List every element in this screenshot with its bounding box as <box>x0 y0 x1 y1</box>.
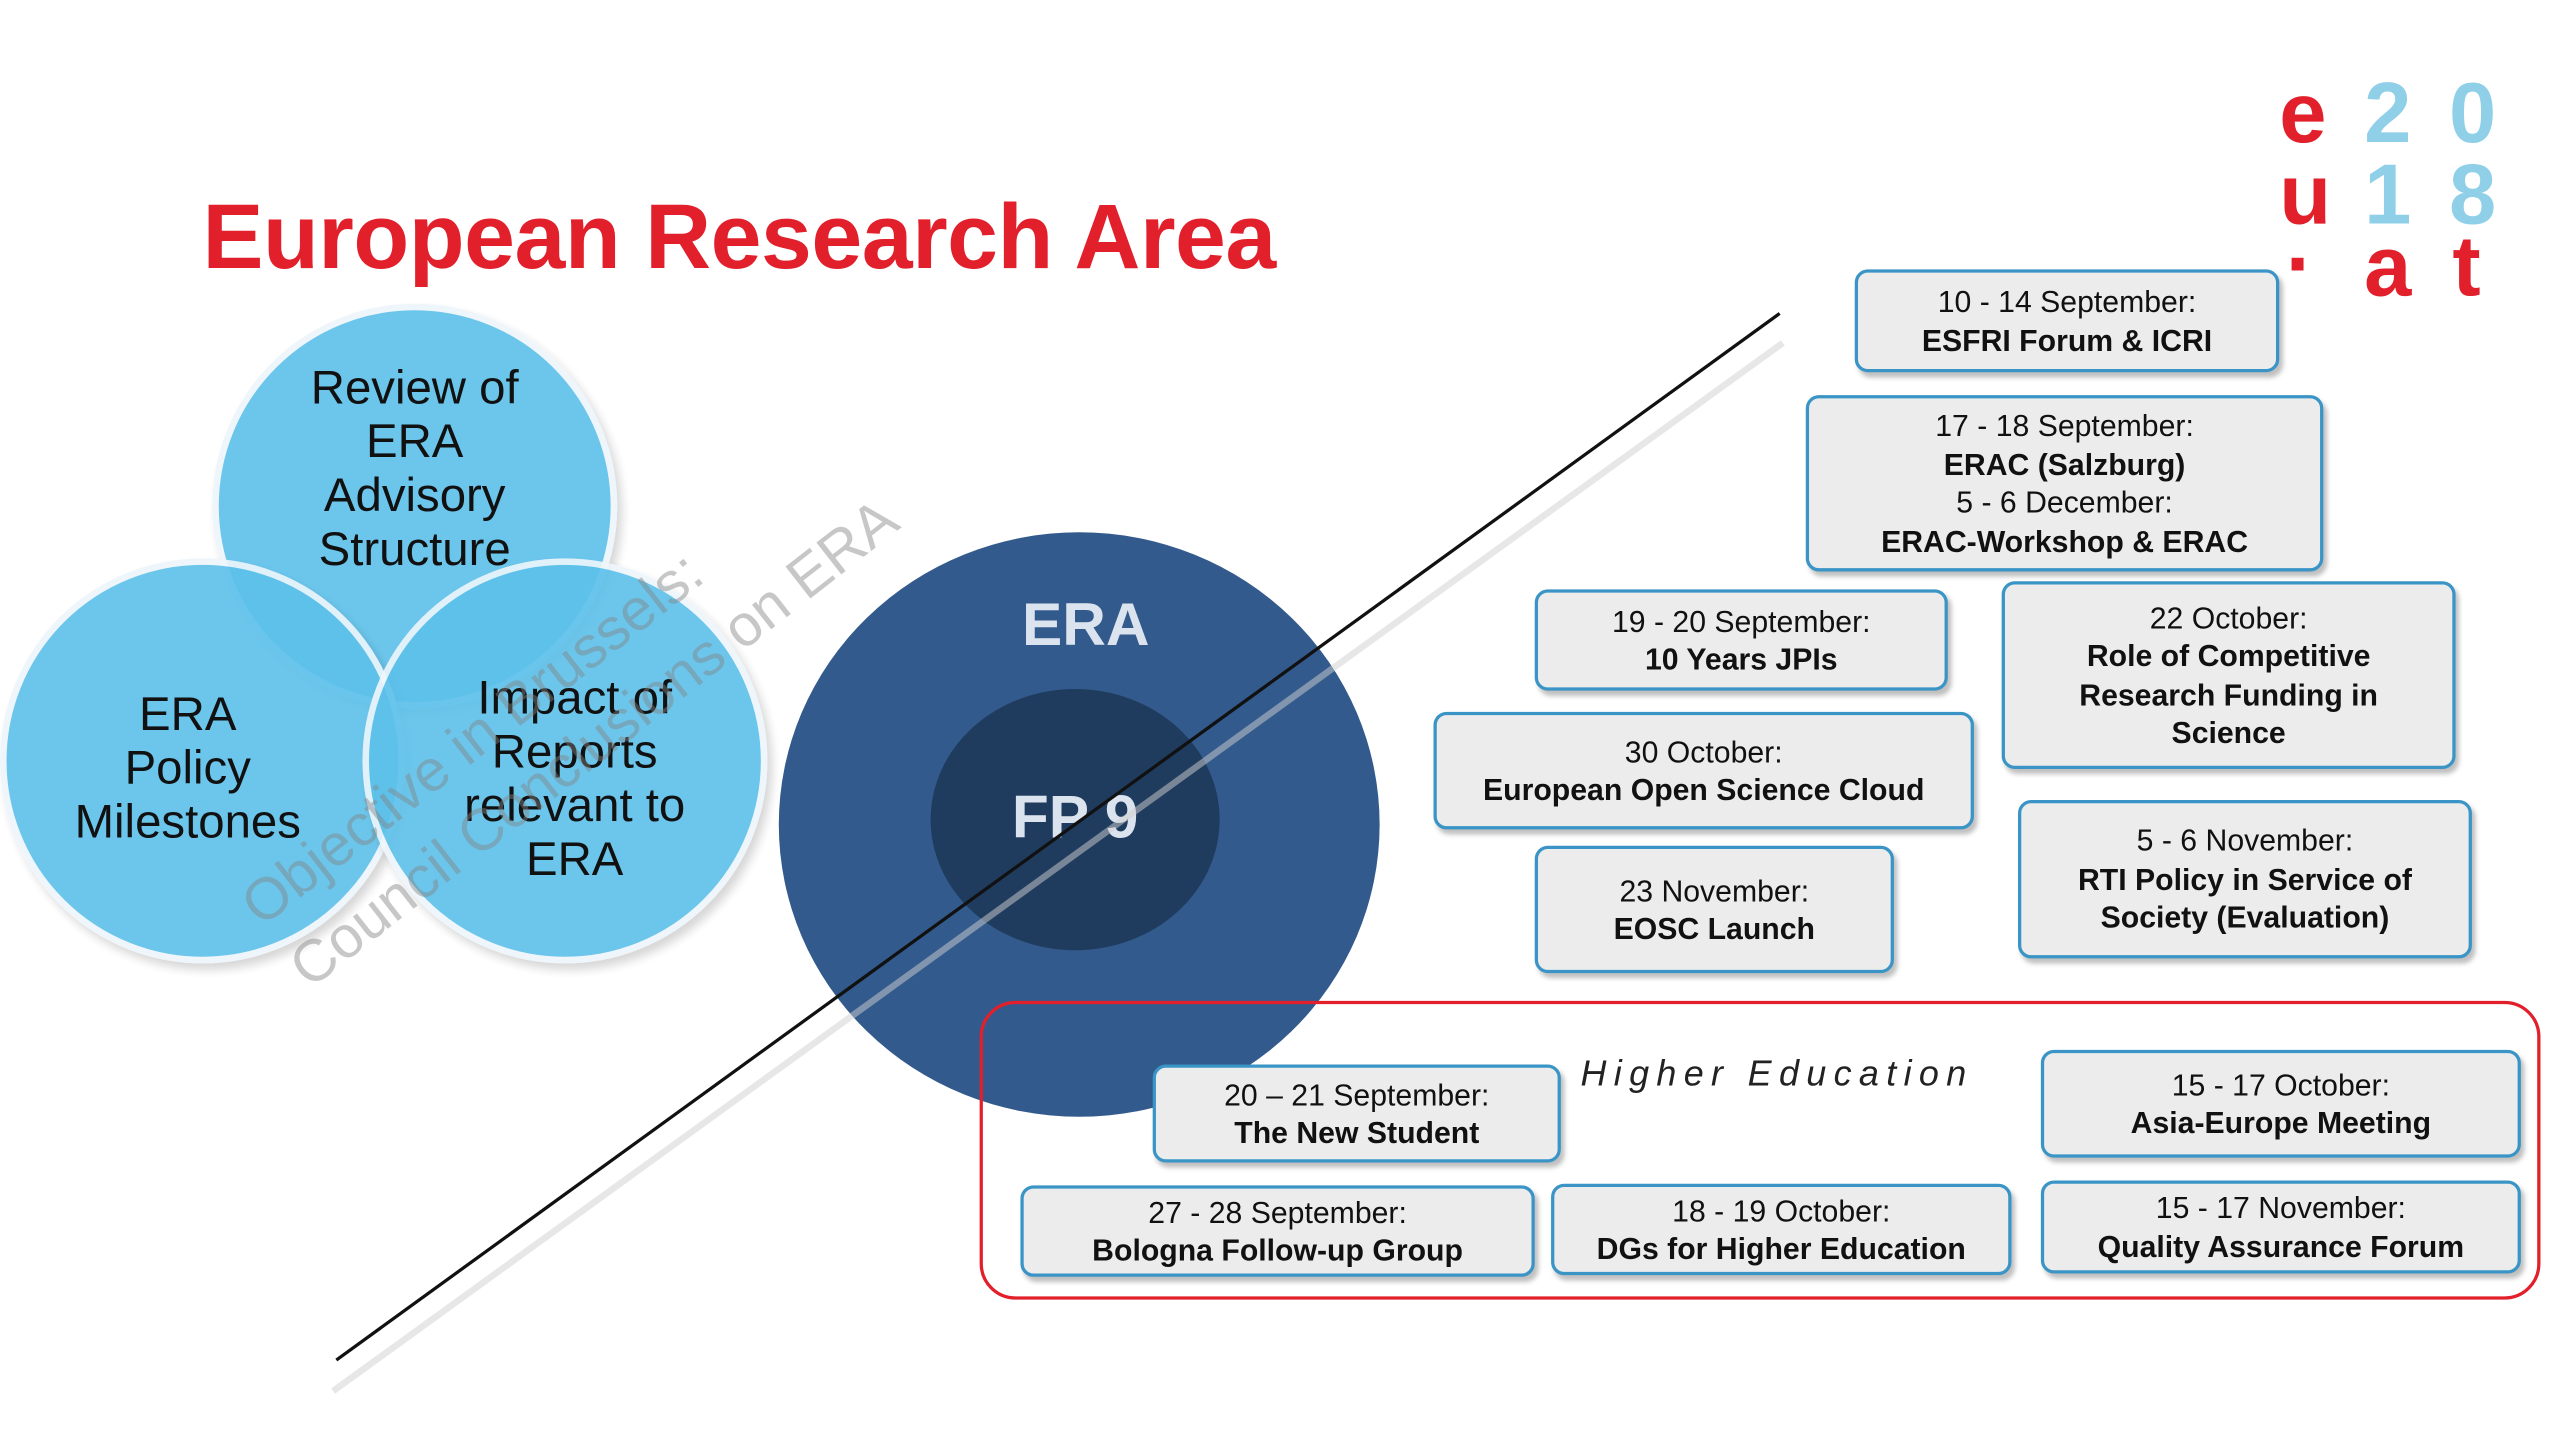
logo-char: 1 <box>2364 148 2412 244</box>
event-box-esfri: 10 - 14 September: ESFRI Forum & ICRI <box>1854 269 2280 373</box>
logo-char: u <box>2279 148 2332 244</box>
venn-label-right: Impact of Reports relevant to ERA <box>464 672 686 887</box>
event-box-eosc-launch: 23 November: EOSC Launch <box>1534 845 1894 974</box>
he-event-dgs: 18 - 19 October: DGs for Higher Educatio… <box>1551 1183 2012 1276</box>
he-event-asem: 15 - 17 October: Asia-Europe Meeting <box>2040 1049 2521 1158</box>
venn-circle-right <box>362 558 768 964</box>
logo-char: · <box>2285 217 2315 312</box>
eu2018-logo: e 2 0 u 1 8 · a t <box>2266 65 2527 310</box>
logo-char: a <box>2364 220 2412 316</box>
era-label: ERA <box>1021 591 1150 658</box>
venn-label-top: Review of ERA Advisory Structure <box>310 362 519 577</box>
he-event-new-student: 20 – 21 September: The New Student <box>1152 1064 1561 1163</box>
higher-education-group <box>979 1000 2541 1300</box>
divider-shadow <box>331 340 1785 1394</box>
event-box-erac: 17 - 18 September: ERAC (Salzburg) 5 - 6… <box>1805 395 2324 572</box>
fp9-circle <box>930 688 1220 951</box>
event-box-jpis: 19 - 20 September: 10 Years JPIs <box>1534 589 1948 691</box>
divider-line <box>335 312 1781 1362</box>
he-event-bologna: 27 - 28 September: Bologna Follow-up Gro… <box>1020 1185 1535 1277</box>
venn-diagram <box>0 303 768 964</box>
venn-label-left: ERA Policy Milestones <box>74 688 301 850</box>
logo-char: 8 <box>2449 148 2497 244</box>
event-box-eosc: 30 October: European Open Science Cloud <box>1433 711 1974 830</box>
logo-char: t <box>2452 220 2481 316</box>
event-box-rti-policy: 5 - 6 November: RTI Policy in Service of… <box>2018 800 2472 959</box>
higher-education-label: Higher Education <box>1580 1053 1974 1094</box>
event-box-competitive-funding: 22 October: Role of Competitive Research… <box>2001 581 2456 770</box>
logo-char: 2 <box>2364 66 2412 162</box>
logo-char: 0 <box>2449 66 2497 162</box>
logo-char: e <box>2279 66 2327 162</box>
he-event-quality-assurance: 15 - 17 November: Quality Assurance Foru… <box>2040 1180 2521 1274</box>
page-title: European Research Area <box>202 184 1276 288</box>
